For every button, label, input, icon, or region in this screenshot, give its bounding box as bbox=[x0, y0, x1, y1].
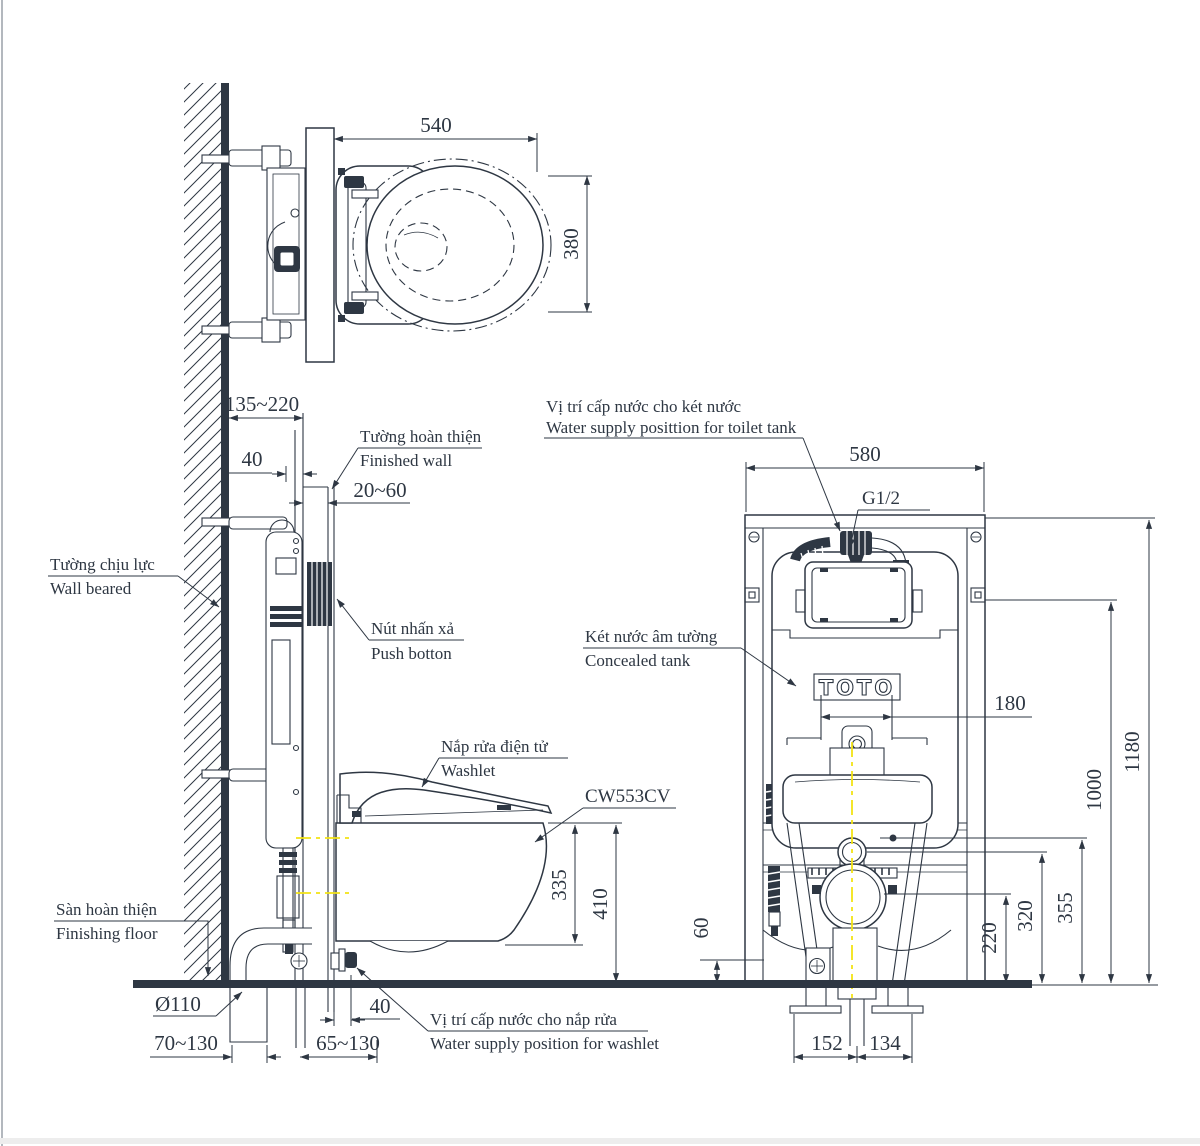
dim-opening-width: 180 bbox=[994, 691, 1026, 715]
label-wall-beared-en: Wall beared bbox=[50, 579, 132, 598]
label-thread-size: G1/2 bbox=[862, 488, 900, 509]
dim-top-width: 540 bbox=[420, 113, 452, 137]
dim-supply-to-wall: 40 bbox=[370, 994, 391, 1018]
label-washlet-supply-en: Water supply position for washlet bbox=[430, 1034, 659, 1053]
dim-wall-to-face: 135~220 bbox=[225, 392, 299, 416]
dim-supply-offset: 65~130 bbox=[316, 1031, 380, 1055]
dim-height-60: 60 bbox=[689, 918, 713, 939]
label-push-button-vi: Nút nhấn xả bbox=[371, 619, 455, 638]
dim-rear-offset: 40 bbox=[242, 447, 263, 471]
dim-leg-right: 134 bbox=[869, 1031, 901, 1055]
top-view-dimensions: 540 380 bbox=[333, 113, 592, 313]
dim-top-depth: 380 bbox=[559, 228, 583, 260]
label-finished-wall-vi: Tường hoàn thiện bbox=[360, 427, 482, 446]
label-push-button-en: Push botton bbox=[371, 644, 452, 663]
label-washlet-vi: Nắp rửa điện tử bbox=[441, 737, 548, 756]
label-finished-wall-en: Finished wall bbox=[360, 451, 452, 470]
side-view bbox=[228, 413, 553, 1048]
dim-finish-thickness: 20~60 bbox=[353, 478, 406, 502]
dim-rim-height: 410 bbox=[588, 888, 612, 920]
side-view-dimensions: 135~220 40 20~60 335 410 70~130 65~130 4… bbox=[150, 392, 622, 1063]
label-finishing-floor-en: Finishing floor bbox=[56, 924, 158, 943]
finished-floor-line bbox=[133, 980, 1032, 988]
dim-supply-height: 1180 bbox=[1120, 731, 1144, 772]
label-model: CW553CV bbox=[585, 786, 671, 807]
label-washlet-en: Washlet bbox=[441, 761, 496, 780]
brand-logo: TOTO bbox=[819, 676, 895, 700]
label-washlet-supply-vi: Vị trí cấp nước cho nắp rửa bbox=[430, 1010, 617, 1029]
dim-height-355: 355 bbox=[1053, 892, 1077, 924]
label-finishing-floor-vi: Sàn hoàn thiện bbox=[56, 900, 158, 919]
structural-wall bbox=[184, 83, 235, 985]
top-view bbox=[228, 127, 552, 363]
dim-height-220: 220 bbox=[977, 922, 1001, 954]
dim-drain-diameter: Ø110 bbox=[155, 992, 201, 1016]
label-tank-supply-en: Water supply posittion for toilet tank bbox=[546, 418, 797, 437]
label-wall-beared-vi: Tường chịu lực bbox=[50, 555, 155, 574]
callout-labels: Tường chịu lực Wall beared Tường hoàn th… bbox=[48, 397, 930, 1053]
label-concealed-tank-vi: Két nước âm tường bbox=[585, 627, 718, 646]
front-view: TOTO bbox=[744, 514, 986, 1046]
label-tank-supply-vi: Vị trí cấp nước cho két nước bbox=[546, 397, 741, 416]
front-view-dimensions: 580 180 60 220 320 355 1000 1180 152 bbox=[689, 442, 1158, 1063]
dim-bowl-height: 335 bbox=[547, 869, 571, 901]
dim-drain-offset: 70~130 bbox=[154, 1031, 218, 1055]
dim-frame-height: 1000 bbox=[1082, 769, 1106, 811]
dim-height-320: 320 bbox=[1013, 900, 1037, 932]
label-concealed-tank-en: Concealed tank bbox=[585, 651, 691, 670]
dim-leg-left: 152 bbox=[811, 1031, 843, 1055]
dim-frame-width: 580 bbox=[849, 442, 881, 466]
